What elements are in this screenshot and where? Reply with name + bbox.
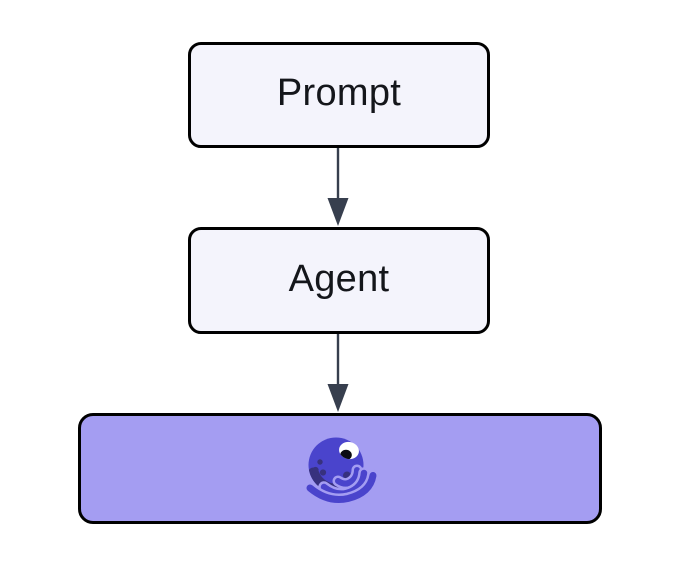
arrow-agent-to-octopus bbox=[327, 334, 349, 412]
node-prompt-label: Prompt bbox=[276, 72, 402, 114]
octopus-head-dots bbox=[312, 458, 327, 476]
node-prompt: Prompt bbox=[188, 42, 490, 148]
octopus-logo-icon bbox=[304, 437, 379, 506]
node-octopus bbox=[78, 413, 602, 524]
octopus-tentacles bbox=[304, 464, 379, 506]
arrowhead-down-icon bbox=[327, 384, 349, 412]
arrow-prompt-to-agent bbox=[327, 148, 349, 226]
node-agent: Agent bbox=[188, 227, 490, 334]
node-agent-label: Agent bbox=[288, 257, 390, 300]
arrowhead-down-icon bbox=[327, 198, 349, 226]
